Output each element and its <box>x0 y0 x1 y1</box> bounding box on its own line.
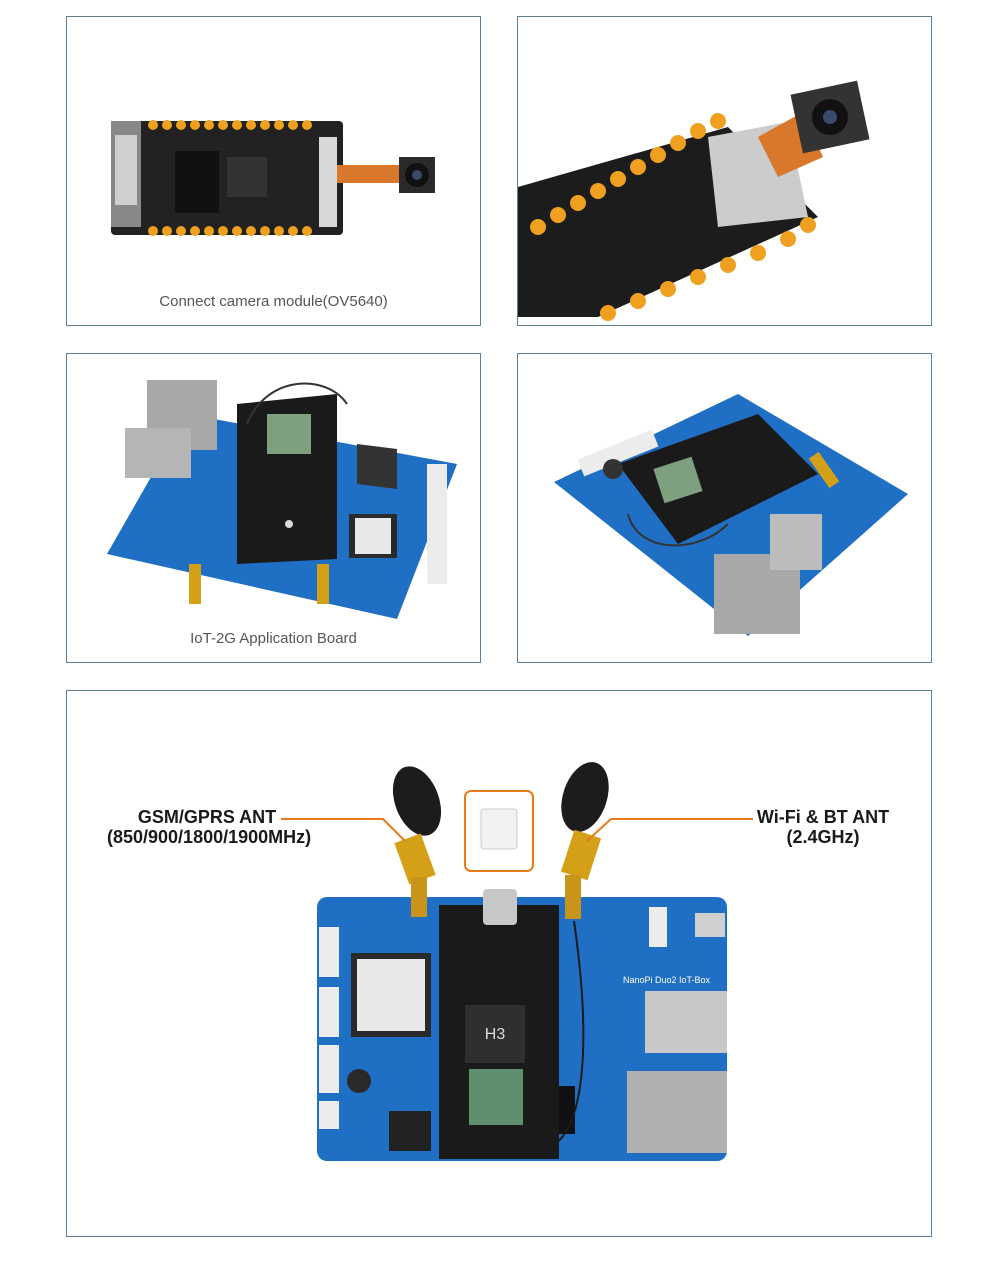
wifi-antenna <box>561 762 609 832</box>
gsm-antenna <box>392 766 442 836</box>
wifi-label-line1: Wi-Fi & BT ANT <box>756 807 890 827</box>
wifi-label-line2: (2.4GHz) <box>786 827 860 847</box>
gsm-antenna-label: GSM/GPRS ANT (850/900/1800/1900MHz) <box>107 807 312 847</box>
ethernet-port <box>627 1071 727 1153</box>
iot-board-caption: IoT-2G Application Board <box>190 630 357 647</box>
camera-module-caption: Connect camera module(OV5640) <box>159 293 388 310</box>
camera-closeup-photo <box>518 80 870 321</box>
wifi-antenna-label: Wi-Fi & BT ANT (2.4GHz) <box>743 807 903 847</box>
gsm-leader-line <box>281 818 406 842</box>
iot-board-angle-photo <box>554 394 908 636</box>
camera-module-photo <box>111 120 435 236</box>
iot-board-photo <box>107 380 457 619</box>
gsm-label-line1: GSM/GPRS ANT <box>137 807 277 827</box>
annotated-board-panel: H3 NanoPi Duo2 IoT-Box GSM/GPRS ANT (850… <box>66 690 932 1237</box>
camera-module-panel: Connect camera module(OV5640) <box>66 16 481 326</box>
product-label: NanoPi Duo2 IoT-Box <box>623 975 711 985</box>
usb-port <box>645 991 727 1053</box>
wifi-leader-line <box>586 818 753 842</box>
iot-board-panel: IoT-2G Application Board <box>66 353 481 663</box>
camera-closeup-panel <box>517 16 932 326</box>
chip-label: H3 <box>485 1026 506 1043</box>
gsm-label-line2: (850/900/1800/1900MHz) <box>107 827 312 847</box>
iot-board-angle-panel <box>517 353 932 663</box>
annotated-board-photo: H3 NanoPi Duo2 IoT-Box <box>281 762 753 1161</box>
